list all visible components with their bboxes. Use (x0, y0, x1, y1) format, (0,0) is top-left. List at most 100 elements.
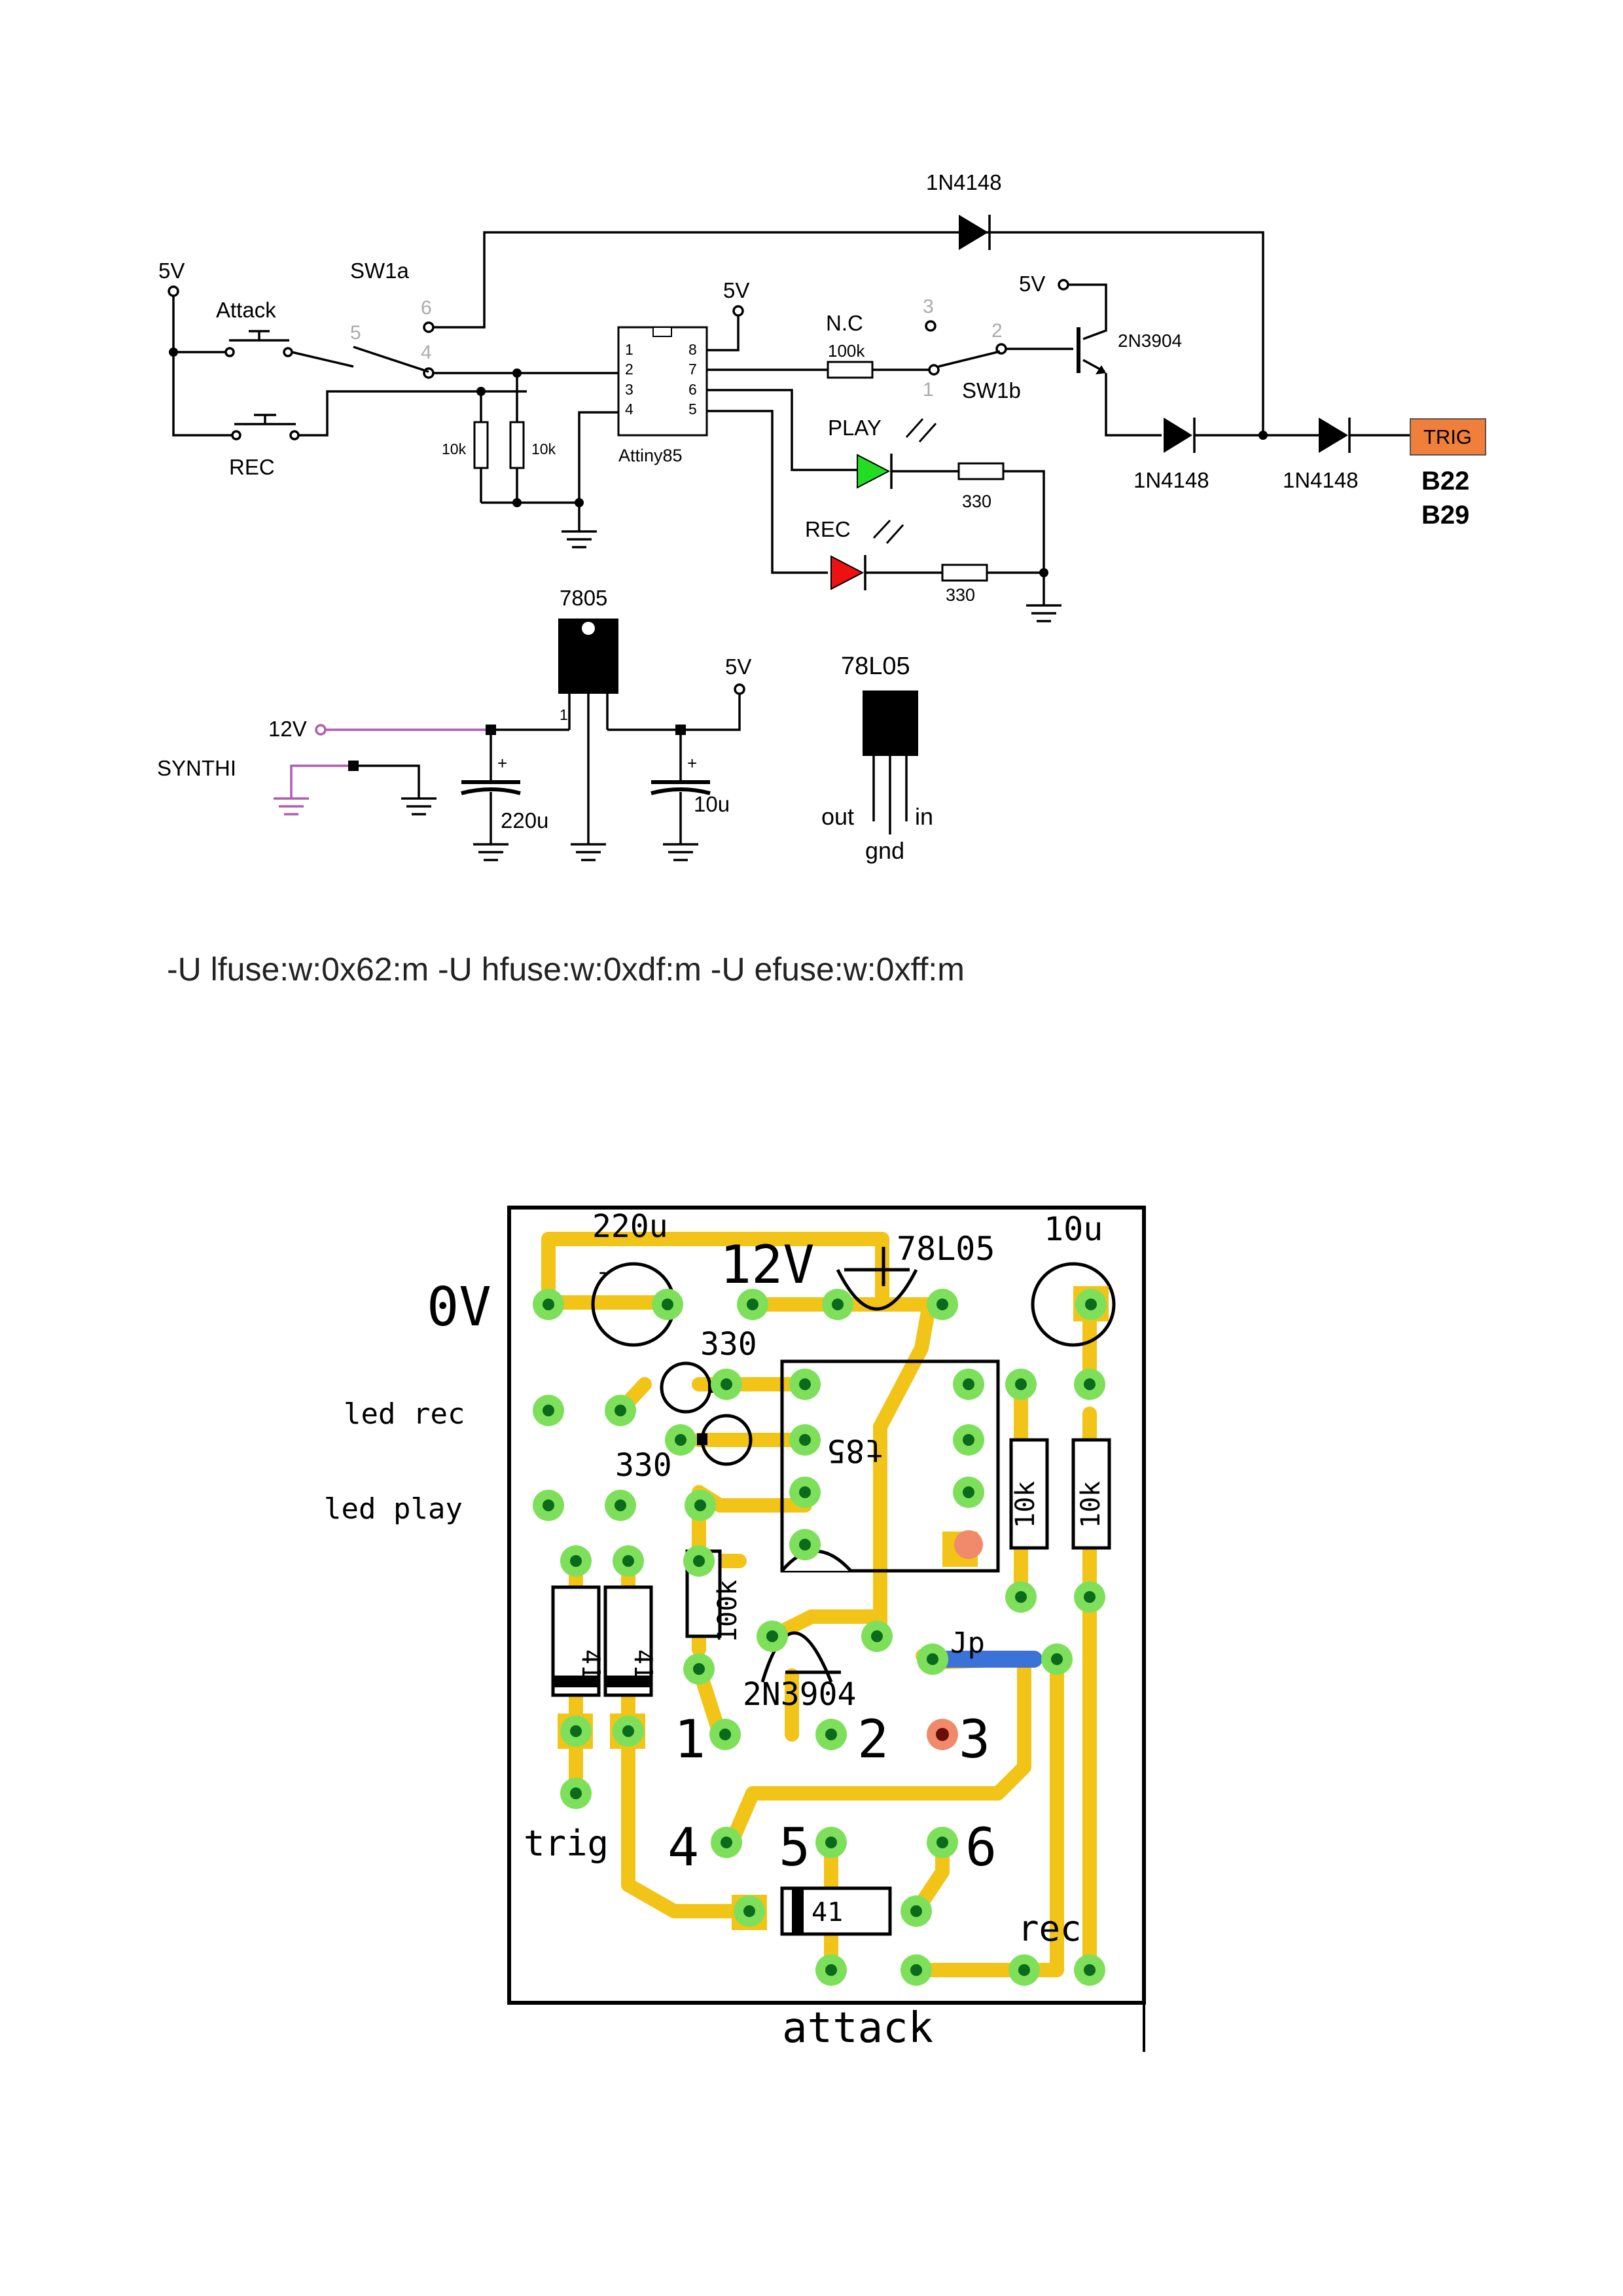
label-synthi: SYNTHI (157, 756, 236, 780)
label-330-a: 330 (962, 492, 991, 511)
pcb-outline (507, 1206, 1146, 2005)
silk-10k-b: 10k (1076, 1481, 1106, 1528)
silk-num-3: 3 (959, 1709, 990, 1770)
label-diode-b: 1N4148 (1133, 468, 1209, 492)
silk-10k-a: 10k (1010, 1481, 1041, 1528)
pcb-pad-pin1 (954, 1530, 983, 1559)
label-5v-reg: 5V (725, 655, 751, 679)
label-b22: B22 (1421, 467, 1469, 495)
svg-text:+: + (687, 753, 697, 773)
junction-left (169, 348, 178, 357)
silk-num-1: 1 (674, 1709, 705, 1770)
label-attack: Attack (216, 298, 276, 322)
pcb-resistor-10k-b (1071, 1438, 1111, 1550)
label-diode-c: 1N4148 (1283, 468, 1359, 492)
label-5v-ic: 5V (723, 278, 749, 302)
label-12v: 12V (268, 717, 307, 741)
resistor-330-a (957, 462, 1005, 480)
sw1b-pin3: 3 (923, 296, 934, 317)
label-10k-a: 10k (442, 440, 467, 457)
label-rec-led: REC (805, 517, 851, 541)
label-100k: 100k (828, 341, 865, 361)
attack-button (229, 330, 289, 342)
silk-12v: 12V (720, 1234, 815, 1295)
ic-pin-8: 8 (688, 341, 697, 358)
label-sw1a: SW1a (350, 259, 410, 283)
label-5v-transistor: 5V (1019, 272, 1045, 296)
ic-pin-4: 4 (625, 401, 633, 418)
label-sw1b: SW1b (962, 378, 1021, 403)
label-diode-top: 1N4148 (926, 170, 1002, 194)
silk-led-play: led play (324, 1492, 463, 1526)
silk-100k: 100k (713, 1580, 743, 1643)
78l05-body (863, 691, 918, 756)
silk-330-a: 330 (700, 1326, 757, 1363)
sw1a-lever (353, 346, 429, 373)
attiny85-chip (617, 326, 708, 437)
svg-text:-: - (596, 1259, 610, 1285)
pcb-ic-socket (780, 1359, 1000, 1573)
ground-synthi (274, 797, 309, 816)
pcb-holes (543, 1299, 1097, 1976)
label-10k-b: 10k (531, 440, 556, 457)
resistor-100k (827, 361, 874, 379)
diode-top (959, 215, 988, 250)
label-trig: TRIG (1423, 425, 1472, 448)
sw1b-lever (938, 350, 1001, 368)
label-7805-pin1: 1 (560, 706, 568, 723)
sw1b-pin1: 1 (923, 379, 934, 401)
label-7805: 7805 (560, 586, 607, 610)
ic-pin-7: 7 (688, 361, 697, 378)
label-330-b: 330 (946, 585, 975, 605)
diode-c (1319, 418, 1348, 453)
diode-b (1164, 418, 1192, 453)
pcb-78l05 (836, 1268, 918, 1311)
label-rec-button: REC (229, 455, 275, 479)
silk-num-4: 4 (668, 1817, 699, 1878)
label-in: in (915, 803, 933, 830)
ic-pin-1: 1 (625, 341, 633, 358)
label-5v-left: 5V (158, 259, 185, 283)
sw1a-pin5: 5 (350, 322, 361, 344)
svg-text:+: + (497, 753, 507, 773)
sw1b-pin2: 2 (991, 320, 1003, 342)
label-out: out (821, 803, 854, 830)
silk-num-2: 2 (857, 1709, 889, 1770)
play-led (857, 454, 891, 489)
silk-num-5: 5 (779, 1817, 810, 1878)
label-play-led: PLAY (828, 416, 882, 440)
sw1a-pin6: 6 (421, 297, 432, 319)
silk-diode-b: 41 (629, 1649, 658, 1679)
label-b29: B29 (1421, 501, 1469, 529)
label-78l05: 78L05 (841, 653, 910, 680)
pcb-layout: - (324, 1206, 1146, 2053)
fuse-settings: -U lfuse:w:0x62:m -U hfuse:w:0xdf:m -U e… (167, 951, 965, 988)
silk-330-b: 330 (615, 1447, 672, 1484)
rec-button (234, 414, 296, 425)
label-gnd: gnd (865, 837, 904, 864)
silk-0v: 0V (427, 1276, 491, 1338)
label-2n3904: 2N3904 (1118, 331, 1182, 351)
silk-2n3904: 2N3904 (743, 1676, 856, 1713)
silk-num-6: 6 (965, 1817, 997, 1878)
label-10u: 10u (694, 792, 730, 816)
ic-pin-5: 5 (688, 401, 697, 418)
pcb-cap-10u (1031, 1262, 1116, 1347)
silk-rec: rec (1018, 1908, 1082, 1949)
capacitor-10u (651, 787, 711, 795)
silk-78l05: 78L05 (897, 1230, 995, 1268)
silk-trig: trig (524, 1823, 609, 1864)
ground-ic (562, 530, 597, 548)
silk-attack: attack (782, 2004, 933, 2053)
label-nc: N.C (826, 311, 863, 335)
resistor-330-b (941, 564, 988, 582)
7805-body (558, 638, 618, 694)
ic-pin-3: 3 (625, 381, 633, 398)
resistor-10k-b (509, 421, 525, 469)
label-attiny85: Attiny85 (618, 446, 683, 465)
label-220u: 220u (501, 808, 548, 833)
rec-led (830, 555, 865, 590)
silk-10u: 10u (1044, 1210, 1103, 1248)
silk-diode-c: 41 (812, 1897, 843, 1928)
